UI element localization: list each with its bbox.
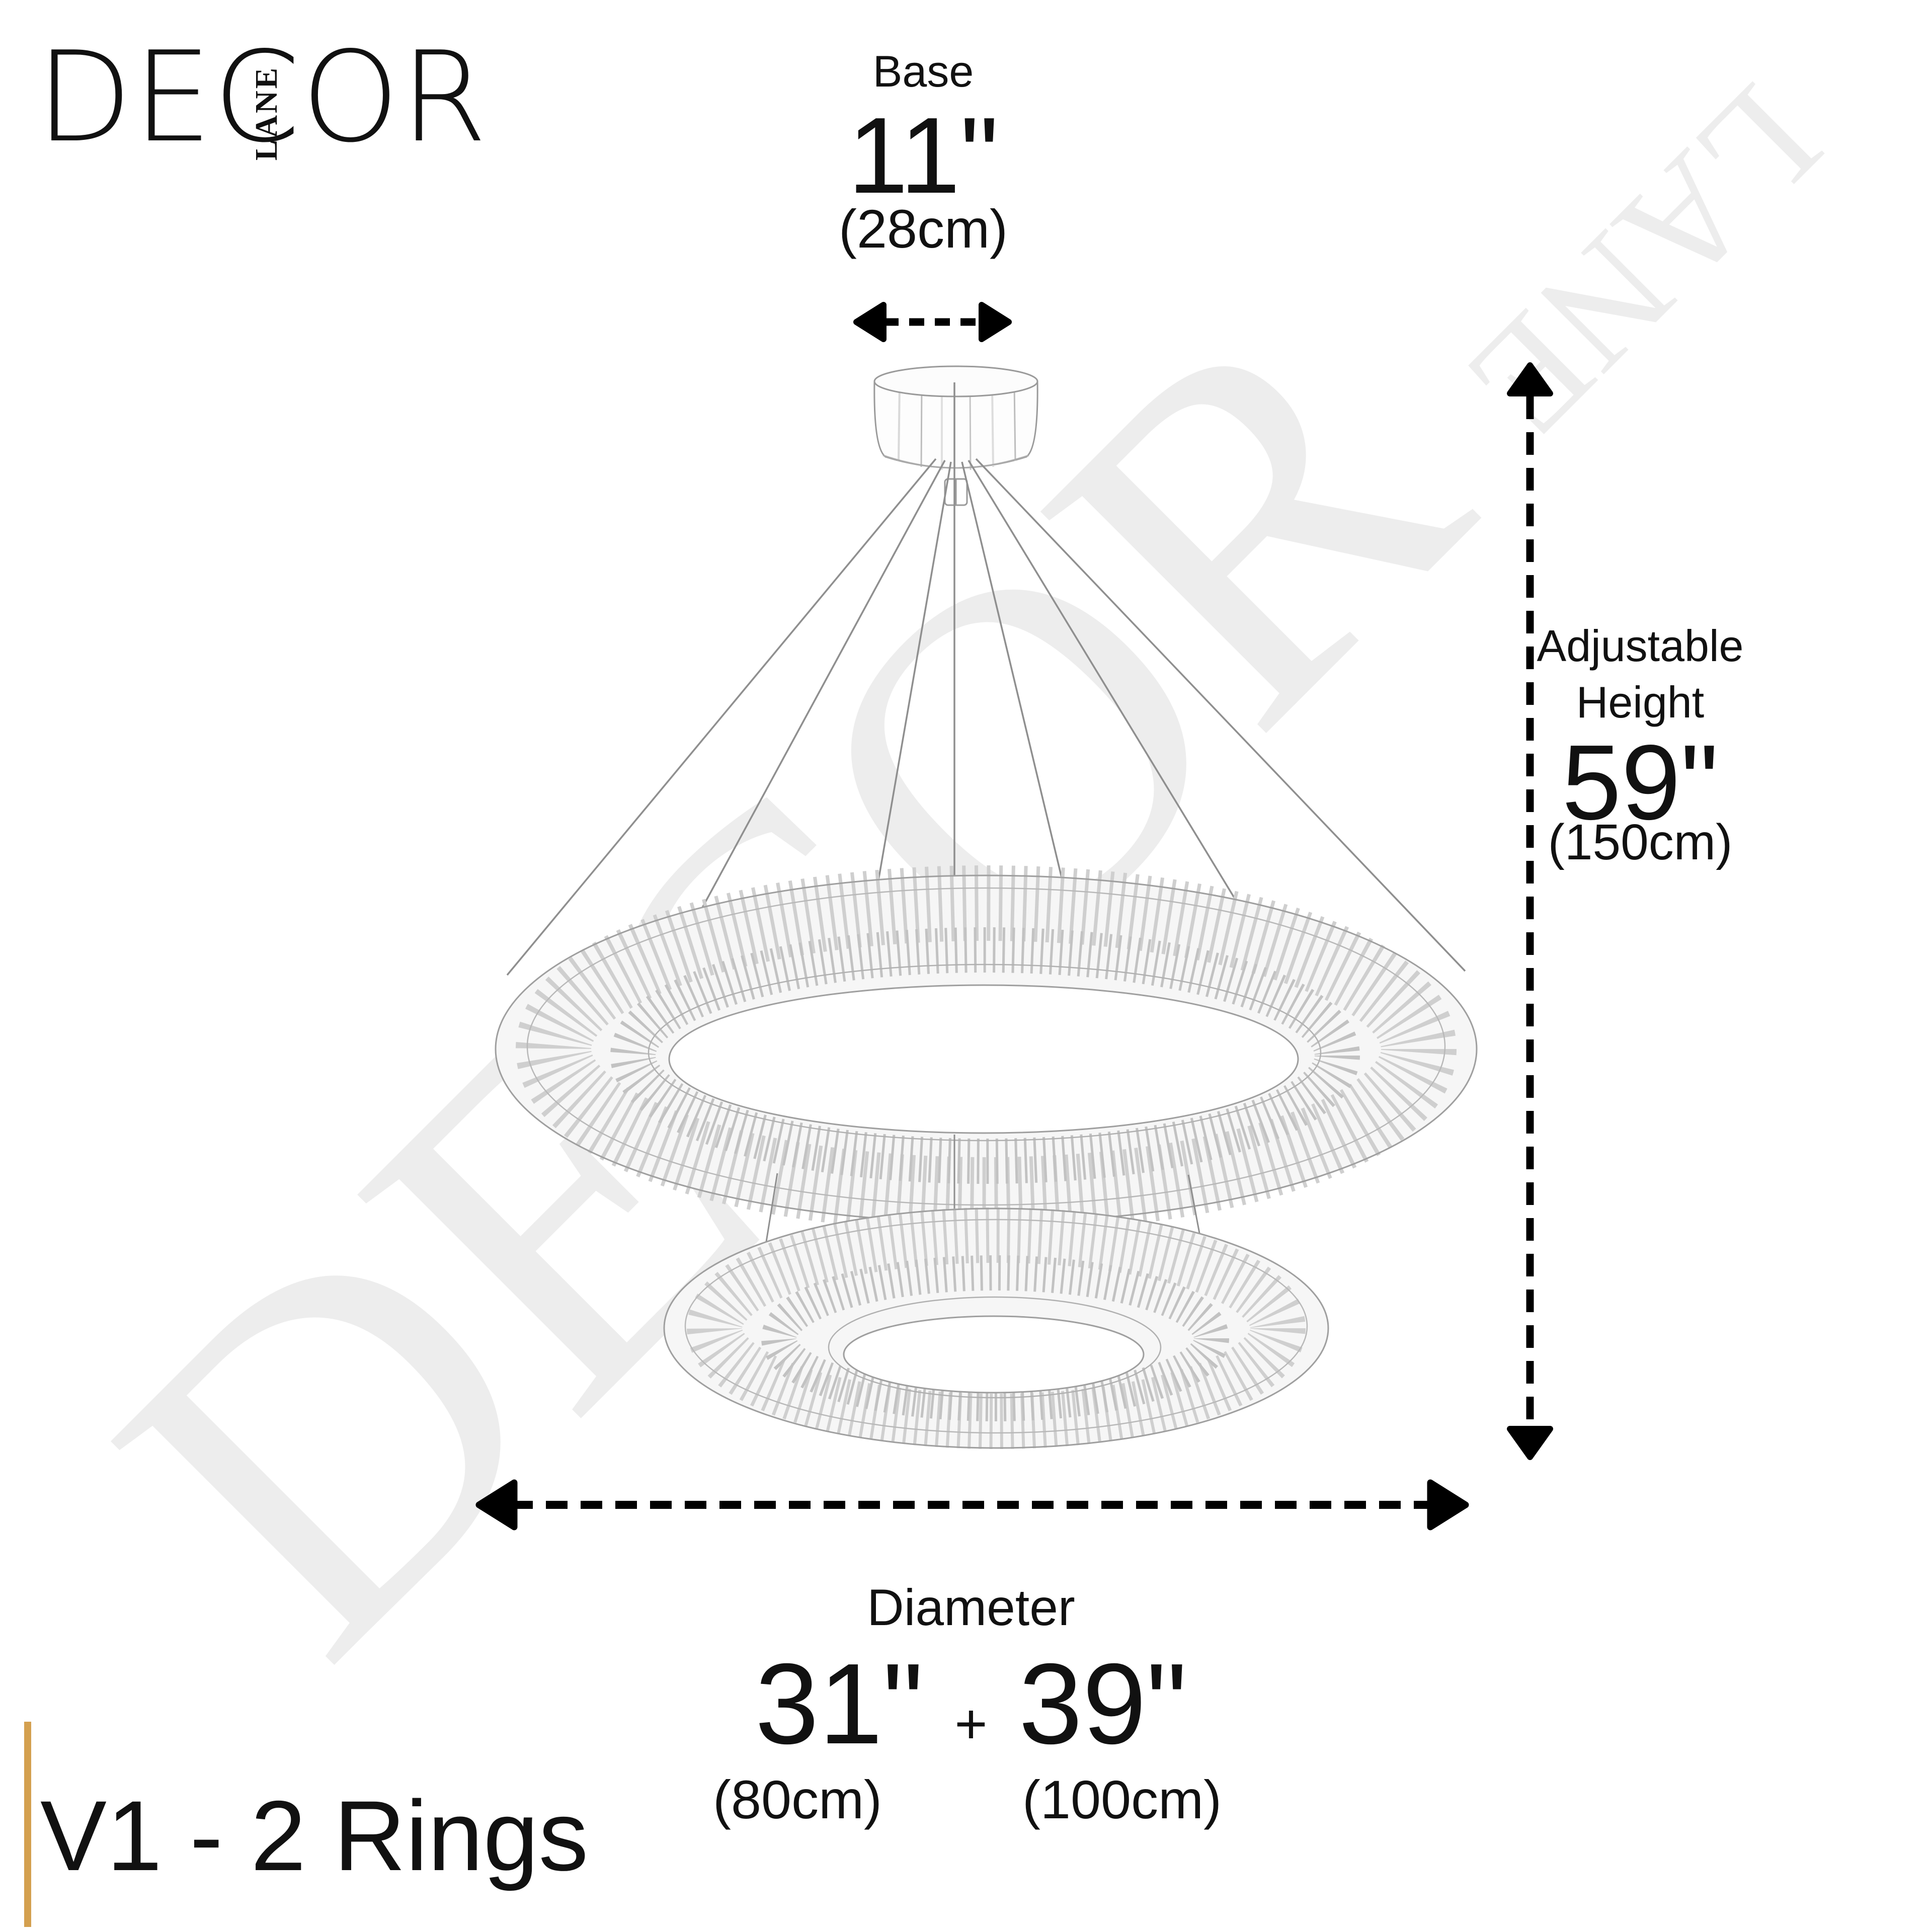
height-dimension-inches: 59" <box>1562 722 1719 842</box>
diameter-plus-sign: + <box>954 1693 988 1755</box>
height-dimension-label-line1: Adjustable <box>1537 621 1744 671</box>
lower-crystal-ring <box>663 1208 1329 1449</box>
brand-logo-secondary: LANE <box>250 65 284 161</box>
diameter-dimension-arrow <box>475 1479 1469 1531</box>
diameter-values-row: 31" + 39" <box>669 1644 1273 1764</box>
upper-crystal-ring <box>495 865 1478 1233</box>
base-dimension-arrow <box>853 302 1012 342</box>
base-dimension-cm: (28cm) <box>838 198 1008 259</box>
variant-label: V1 - 2 Rings <box>40 1780 589 1891</box>
diameter-dimension-label: Diameter <box>867 1579 1075 1636</box>
base-dimension-inches: 11" <box>848 95 999 216</box>
variant-accent-bar <box>24 1722 31 1927</box>
diameter-ring1-cm: (80cm) <box>712 1769 882 1830</box>
diameter-ring2-inches: 39" <box>1018 1640 1187 1768</box>
height-dimension-cm: (150cm) <box>1548 814 1733 870</box>
height-dimension-label-line2: Height <box>1576 677 1705 727</box>
ceiling-canopy <box>873 365 1038 506</box>
diameter-ring2-cm: (100cm) <box>1022 1769 1222 1830</box>
brand-logo-primary: DECOR <box>36 25 489 170</box>
height-dimension-arrow <box>1507 362 1553 1460</box>
diameter-ring1-inches: 31" <box>755 1640 924 1768</box>
base-dimension-label: Base <box>872 46 974 96</box>
